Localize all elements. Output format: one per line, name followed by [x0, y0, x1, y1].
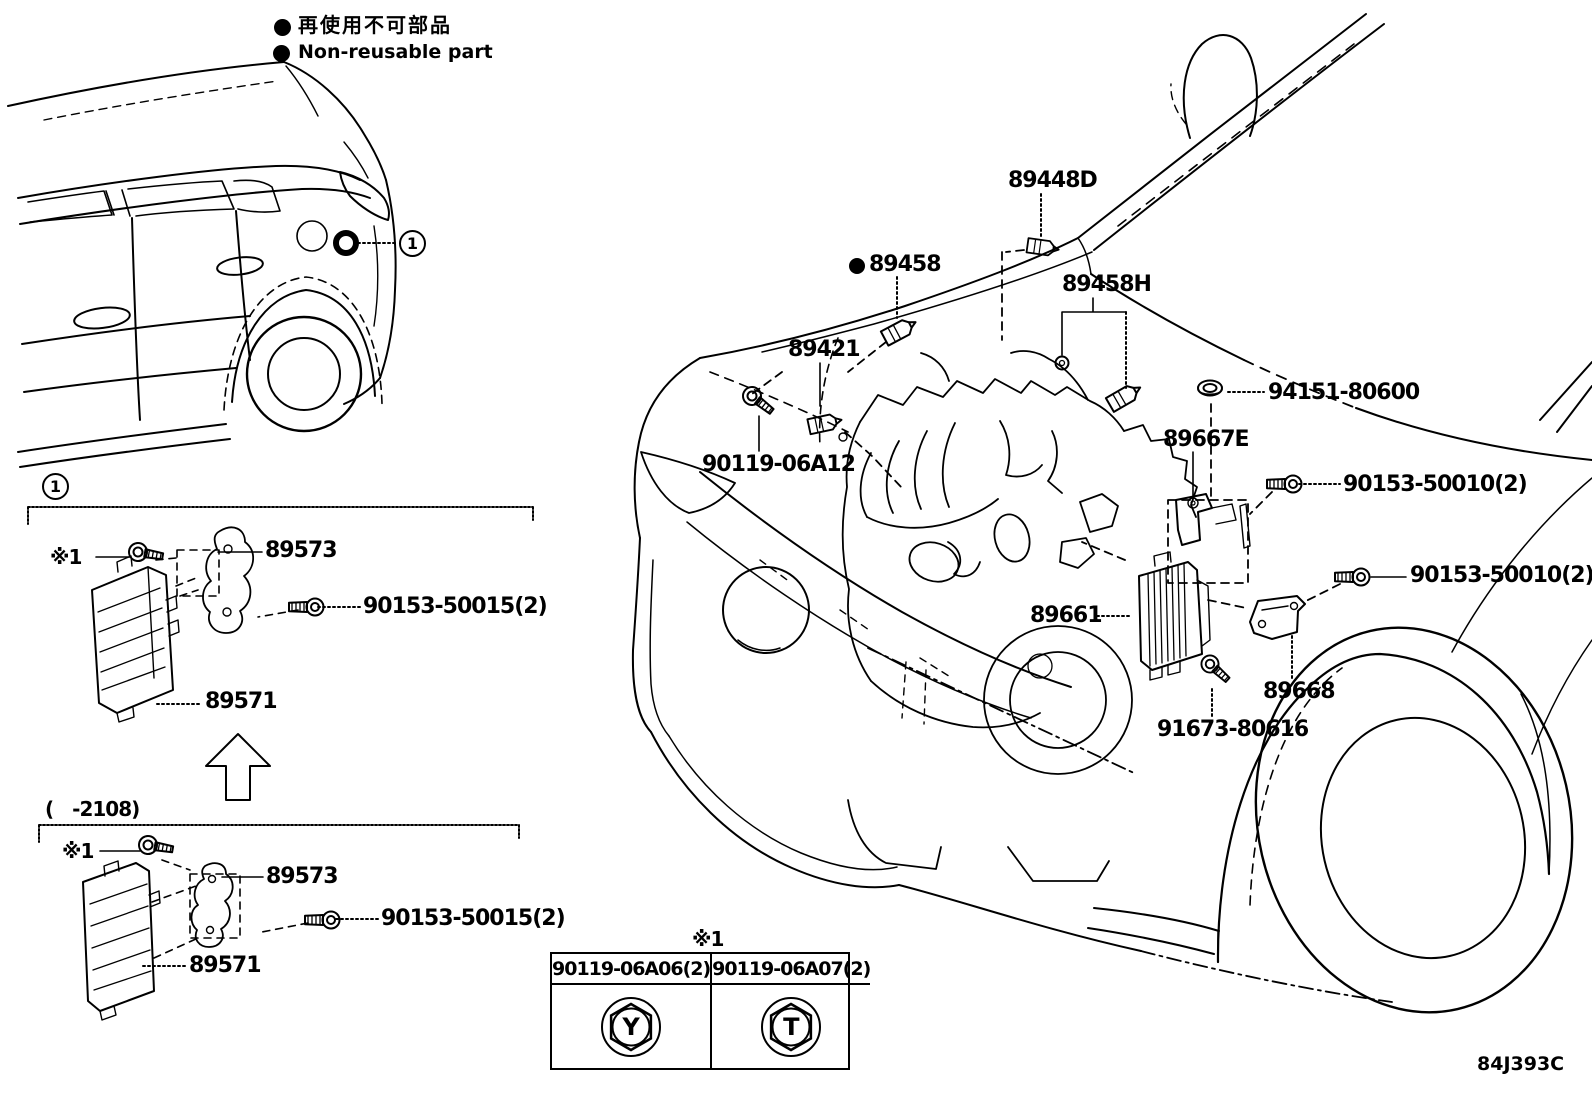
- bracket-89573-top: [202, 526, 255, 634]
- label-range-note: ( -2108): [45, 797, 140, 821]
- front-vehicle-view: [631, 13, 1592, 1014]
- table-cell-06a06: 90119-06A06(2) Y: [552, 954, 711, 1068]
- label-89573-bottom: 89573: [266, 864, 339, 889]
- label-90119-06a12: 90119-06A12: [702, 452, 856, 477]
- label-90153-50010-b: 90153-50010(2): [1410, 563, 1592, 588]
- label-89668: 89668: [1263, 679, 1336, 704]
- bolt-head-t-icon: T: [759, 995, 823, 1059]
- headlight: [640, 451, 736, 514]
- label-94151-80600: 94151-80600: [1268, 380, 1420, 405]
- screw-90153-50010-a-icon: [1266, 474, 1303, 494]
- screw-91673-icon: [1196, 650, 1235, 688]
- label-90153-50015-bottom: 90153-50015(2): [381, 906, 566, 931]
- bolt-head-y-icon: Y: [599, 995, 663, 1059]
- callout-1-section: 1: [42, 473, 69, 500]
- label-89571-bottom: 89571: [189, 953, 262, 978]
- table-header-06a06: 90119-06A06(2): [552, 954, 711, 985]
- leader-lines: [95, 193, 1407, 967]
- non-reusable-dot-icon: [273, 45, 290, 62]
- label-89421: 89421: [788, 337, 861, 362]
- label-89667e: 89667E: [1163, 427, 1250, 452]
- bolt-glyph-y: Y: [622, 1012, 640, 1041]
- table-header-06a07: 90119-06A07(2): [712, 954, 871, 985]
- table-note-ref1: ※1: [692, 927, 724, 951]
- sensor-89448d-icon: [1025, 237, 1061, 258]
- sensor-89458h-icon: [1104, 379, 1146, 413]
- table-cell-06a07: 90119-06A07(2) T: [710, 954, 871, 1068]
- bolt-glyph-t: T: [783, 1012, 800, 1041]
- grommet-ring: [333, 230, 359, 256]
- grommet-callout: [333, 230, 397, 256]
- label-89573-top: 89573: [265, 538, 338, 563]
- nut-94151-icon: [1197, 379, 1223, 397]
- bracket-89667e: [1175, 493, 1251, 549]
- bracket-89573-bottom: [190, 862, 234, 948]
- label-89458: 89458: [869, 252, 942, 277]
- engine-assembly: [818, 337, 1198, 775]
- legend-japanese: 再使用不可部品: [298, 13, 452, 37]
- label-ref1-top: ※1: [50, 545, 82, 569]
- side-mirror: [1182, 34, 1258, 139]
- label-90153-50015-top: 90153-50015(2): [363, 594, 548, 619]
- non-reusable-dot-icon: [274, 19, 291, 36]
- label-89661: 89661: [1030, 603, 1103, 628]
- gasket-89458h-icon: [1054, 355, 1070, 371]
- bracket-89668: [1249, 595, 1306, 640]
- bolt-substitution-table: 90119-06A06(2) Y 90119-06A07(2) T: [550, 952, 871, 1070]
- label-91673-80616: 91673-80616: [1157, 717, 1309, 742]
- rear-vehicle-view: [7, 61, 397, 468]
- bolt-ref1-top-icon: [126, 540, 166, 567]
- non-reusable-dot-icon: [849, 258, 865, 274]
- label-89571-top: 89571: [205, 689, 278, 714]
- construction-dashes: [751, 249, 1341, 609]
- label-89458h: 89458H: [1062, 272, 1152, 297]
- diagram-code: 84J393C: [1477, 1053, 1565, 1075]
- section-brackets: [27, 506, 534, 843]
- screw-90153-50010-b-icon: [1334, 567, 1371, 587]
- label-ref1-bottom: ※1: [62, 839, 94, 863]
- callout-1-vehicle: 1: [399, 230, 426, 257]
- screw-50015-bottom-icon: [304, 910, 341, 930]
- sensor-89421-icon: [806, 411, 848, 442]
- label-90153-50010-a: 90153-50010(2): [1343, 472, 1528, 497]
- bolt-ref1-bottom-icon: [136, 833, 176, 860]
- legend-english: Non-reusable part: [298, 41, 493, 63]
- ecm-89661: [1138, 551, 1211, 681]
- up-arrow: [205, 733, 271, 801]
- detail-assembly-bottom: [82, 833, 341, 1021]
- label-89448d: 89448D: [1008, 168, 1098, 193]
- fog-lamp: [722, 566, 810, 654]
